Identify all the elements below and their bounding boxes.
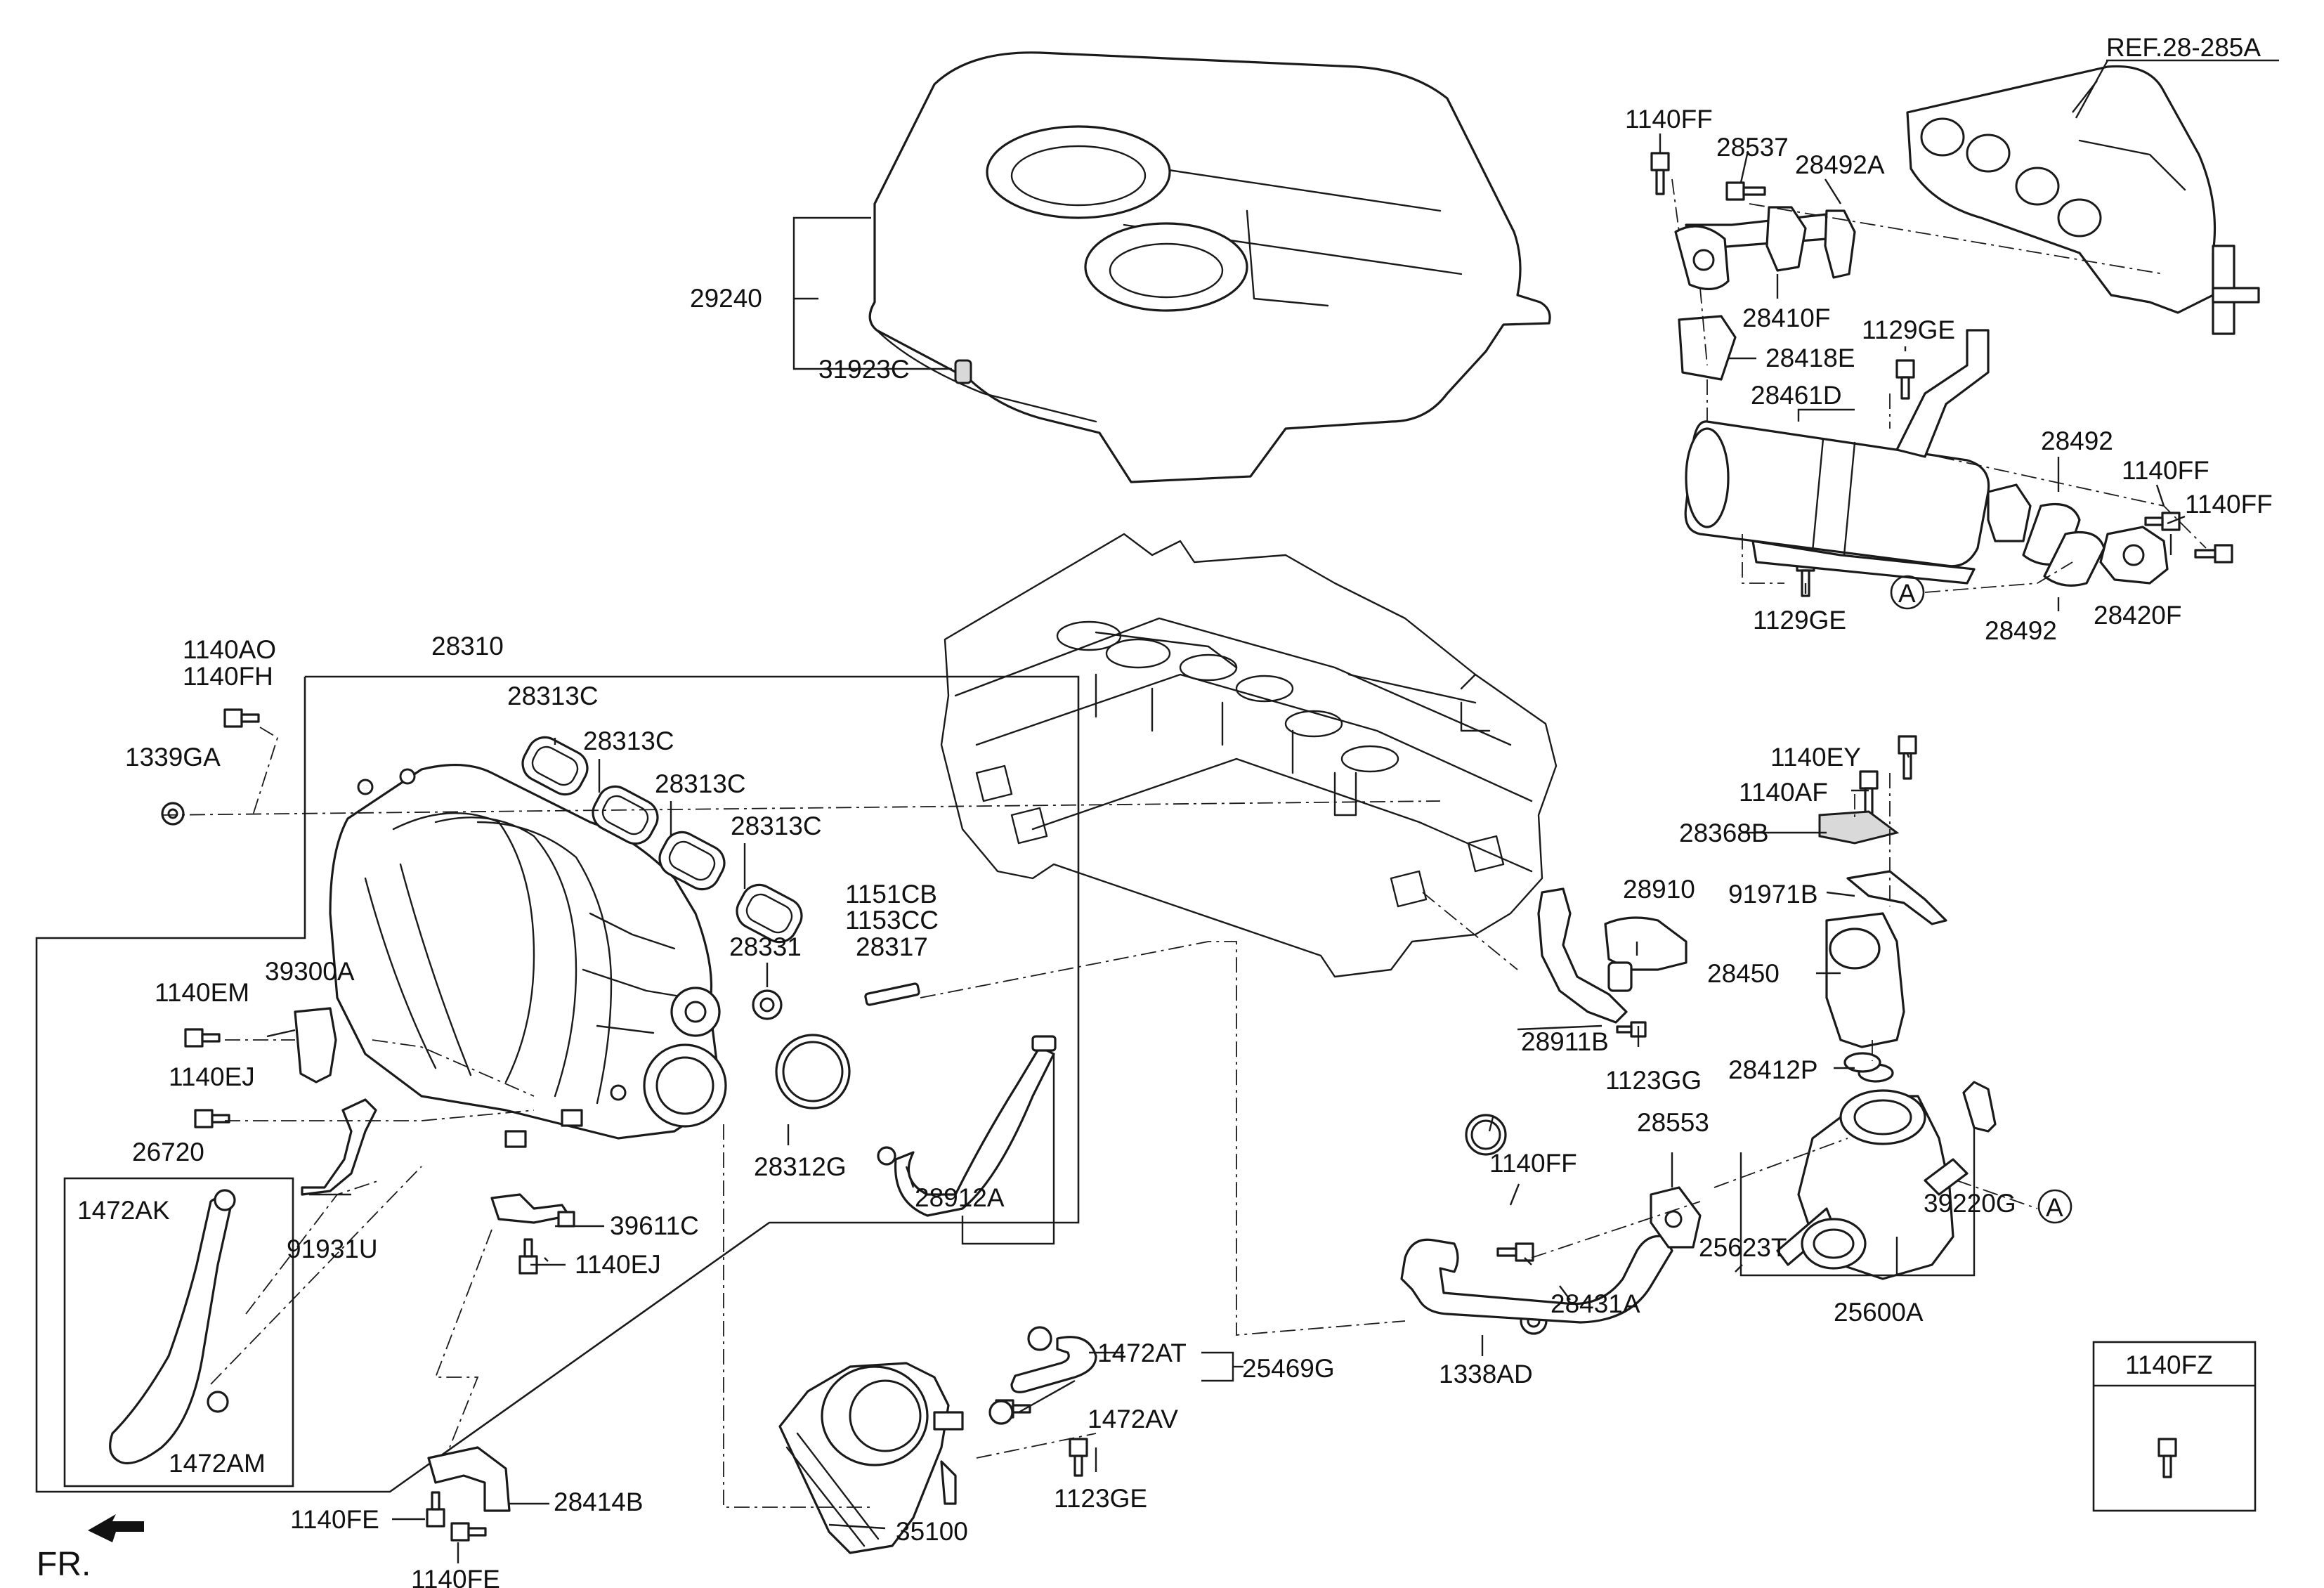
inset-box-1140FZ xyxy=(2092,1341,2257,1512)
label-28492-b: 28492 xyxy=(1985,616,2057,645)
part-labels: REF.28-285A 29240 31923C 28310 28313C 28… xyxy=(37,33,2279,1588)
label-28420F: 28420F xyxy=(2094,601,2182,630)
throttle-body-drawing xyxy=(778,1362,964,1554)
label-intake-manifold: 28310 xyxy=(431,632,504,660)
label-28450: 28450 xyxy=(1707,959,1780,988)
label-gasket-1: 28313C xyxy=(507,682,599,710)
label-28412P: 28412P xyxy=(1728,1055,1818,1084)
label-28911B: 28911B xyxy=(1521,1027,1609,1056)
label-gasket-2: 28313C xyxy=(583,727,674,755)
label-28537: 28537 xyxy=(1716,133,1789,162)
intake-manifold-drawing xyxy=(329,763,727,1148)
label-1140FZ: 1140FZ xyxy=(2125,1351,2213,1379)
egr-valve-drawing xyxy=(1818,810,1947,1073)
label-1472AT: 1472AT xyxy=(1097,1339,1187,1367)
label-1153CC: 1153CC xyxy=(845,906,939,935)
label-1123GG: 1123GG xyxy=(1605,1066,1702,1095)
egr-cooler-drawing xyxy=(1674,206,2169,587)
label-ref: REF.28-285A xyxy=(2106,33,2261,62)
label-35100: 35100 xyxy=(896,1517,968,1546)
label-cover-grommet: 31923C xyxy=(818,355,910,384)
label-1140FH: 1140FH xyxy=(183,662,273,691)
label-28368B: 28368B xyxy=(1679,819,1769,847)
sensor-and-brackets xyxy=(294,1007,575,1228)
leader-lines xyxy=(266,80,2186,1530)
label-1472AM: 1472AM xyxy=(169,1449,266,1478)
bracket-28414B-drawing xyxy=(427,1446,511,1512)
label-28492A: 28492A xyxy=(1795,150,1885,179)
label-1129GE-top: 1129GE xyxy=(1862,315,1955,344)
label-28317: 28317 xyxy=(856,932,928,961)
label-28410F: 28410F xyxy=(1742,304,1831,332)
label-1339GA: 1339GA xyxy=(125,743,221,772)
label-39611C: 39611C xyxy=(610,1211,699,1240)
exhaust-manifold-drawing xyxy=(1906,65,2260,335)
label-1472AV: 1472AV xyxy=(1088,1405,1178,1433)
label-25623T: 25623T xyxy=(1699,1233,1787,1262)
label-1140EJ-a: 1140EJ xyxy=(169,1062,255,1091)
label-28461D: 28461D xyxy=(1751,381,1842,410)
label-1140EY: 1140EY xyxy=(1770,743,1861,772)
label-1140FE-a: 1140FE xyxy=(290,1505,379,1534)
egr-pipe-lower-drawing xyxy=(1400,1186,1702,1324)
label-25469G: 25469G xyxy=(1242,1354,1335,1383)
label-engine-cover: 29240 xyxy=(690,284,762,313)
label-1472AK: 1472AK xyxy=(77,1196,170,1225)
label-1140EM: 1140EM xyxy=(155,978,249,1007)
label-1140AO: 1140AO xyxy=(183,635,276,664)
label-28418E: 28418E xyxy=(1765,344,1855,372)
label-25600A: 25600A xyxy=(1834,1298,1924,1327)
label-28910: 28910 xyxy=(1623,875,1695,904)
label-28312G: 28312G xyxy=(754,1152,847,1181)
label-1123GE: 1123GE xyxy=(1054,1484,1147,1513)
label-1129GE-bottom: 1129GE xyxy=(1753,606,1846,634)
front-arrow-icon xyxy=(88,1514,144,1542)
front-marker: FR. xyxy=(37,1546,91,1583)
label-gasket-4: 28313C xyxy=(731,812,822,840)
detail-marker-group xyxy=(1890,575,2072,1224)
intake-manifold-frame xyxy=(35,675,1080,1493)
label-39300A: 39300A xyxy=(265,957,355,986)
label-28492-a: 28492 xyxy=(2041,427,2113,455)
assembly-center-lines xyxy=(161,178,2207,1508)
vacuum-valve-drawing xyxy=(1537,887,1687,1024)
marker-a-bottom: A xyxy=(2046,1193,2063,1222)
cover-grommet-icon xyxy=(954,359,972,384)
label-1140FF-r1: 1140FF xyxy=(2122,456,2209,485)
label-26720: 26720 xyxy=(132,1138,204,1166)
label-28912A: 28912A xyxy=(915,1183,1005,1212)
label-28553: 28553 xyxy=(1637,1108,1709,1137)
label-1140EJ-b: 1140EJ xyxy=(575,1250,661,1279)
label-28331: 28331 xyxy=(729,932,802,961)
label-1140FF-top: 1140FF xyxy=(1625,105,1713,134)
label-1140FF-pipe: 1140FF xyxy=(1489,1149,1577,1178)
manifold-gaskets-drawing xyxy=(521,736,803,944)
water-hoses-drawing xyxy=(988,1326,1097,1425)
engine-cover-drawing xyxy=(868,51,1551,483)
label-1151CB: 1151CB xyxy=(845,880,937,909)
label-1140FE-b: 1140FE xyxy=(411,1565,500,1588)
label-1338AD: 1338AD xyxy=(1439,1360,1533,1388)
label-1140AF: 1140AF xyxy=(1739,778,1828,807)
label-91931U: 91931U xyxy=(287,1235,378,1263)
label-39220G: 39220G xyxy=(1924,1189,2016,1218)
label-28414B: 28414B xyxy=(554,1488,644,1516)
label-91971B: 91971B xyxy=(1728,880,1818,909)
marker-a-top: A xyxy=(1898,579,1916,608)
coolant-housing-drawing xyxy=(1465,1063,1997,1280)
cylinder-head-drawing xyxy=(940,533,1558,978)
manifold-small-parts xyxy=(752,982,1057,1217)
label-1140FF-r2: 1140FF xyxy=(2185,490,2273,519)
label-28431A: 28431A xyxy=(1551,1289,1640,1318)
label-gasket-3: 28313C xyxy=(655,769,746,798)
hose-inset xyxy=(63,1177,294,1488)
